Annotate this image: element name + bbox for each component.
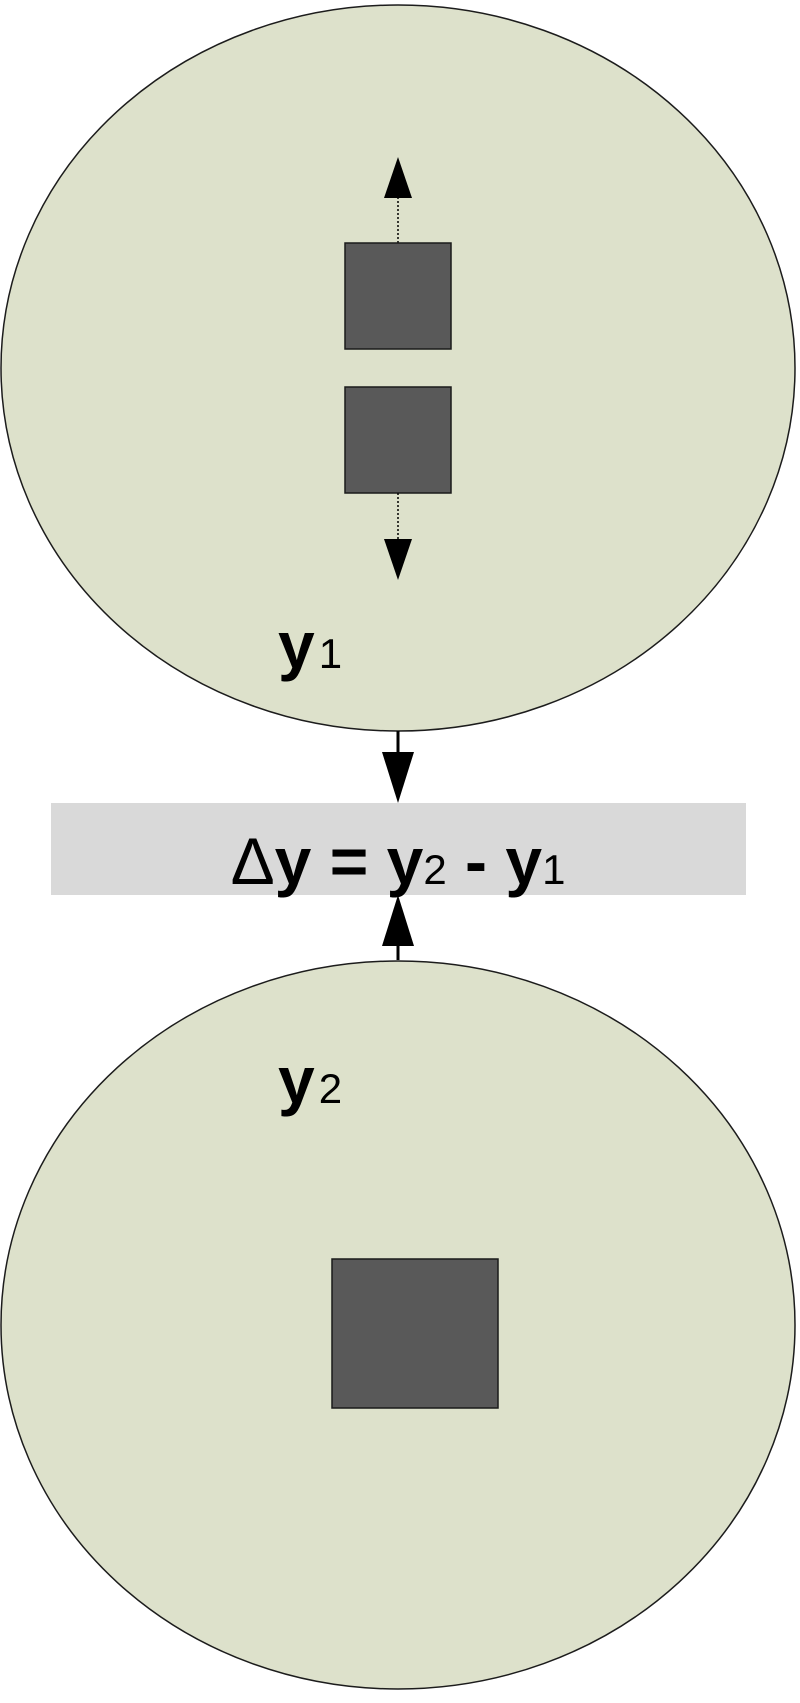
- top-cell-label: y1: [278, 608, 342, 682]
- arrow-top-to-band-head: [382, 752, 414, 803]
- top-block-lower: [344, 386, 452, 494]
- bottom-block: [331, 1258, 499, 1409]
- equation-var-c: y: [505, 824, 542, 898]
- equation-minus: -: [447, 824, 506, 898]
- equation-sub-b: 2: [423, 846, 446, 893]
- top-cell: y1: [0, 4, 796, 732]
- equation-var-b: y: [387, 824, 424, 898]
- equation-equals: =: [311, 824, 386, 898]
- equation-sub-c: 1: [542, 846, 565, 893]
- bottom-cell-label-var: y: [278, 1043, 315, 1117]
- equation-band: Δy = y2 - y1: [51, 803, 746, 898]
- up-arrow-head: [384, 157, 412, 198]
- arrow-top-to-band: [382, 731, 414, 803]
- arrow-bottom-to-band-head: [382, 895, 414, 946]
- equation-var-a: y: [275, 824, 312, 898]
- top-cell-ellipse: [0, 4, 796, 732]
- equation-delta: Δ: [231, 824, 275, 898]
- down-arrow-head: [384, 539, 412, 580]
- bottom-cell-label: y2: [278, 1043, 342, 1117]
- top-block-upper: [344, 242, 452, 350]
- bottom-cell: y2: [0, 960, 796, 1690]
- equation-band-bg: [51, 803, 746, 895]
- equation-text: Δy = y2 - y1: [231, 824, 566, 898]
- top-cell-label-sub: 1: [319, 630, 342, 677]
- top-cell-label-var: y: [278, 608, 315, 682]
- bottom-cell-label-sub: 2: [319, 1065, 342, 1112]
- arrow-bottom-to-band: [382, 895, 414, 960]
